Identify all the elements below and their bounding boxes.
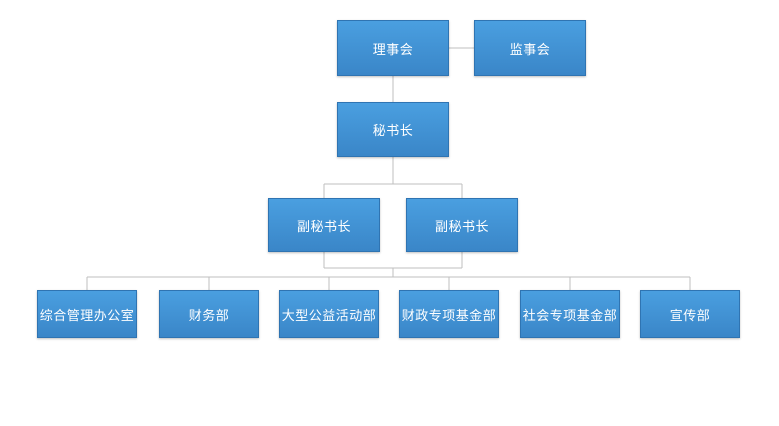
node-supervisors: 监事会 (474, 20, 586, 76)
node-secretary-general: 秘书长 (337, 102, 449, 157)
node-dept-admin-office: 综合管理办公室 (37, 290, 137, 338)
node-dept-finance: 财务部 (159, 290, 259, 338)
node-dept-events: 大型公益活动部 (279, 290, 379, 338)
node-dept-publicity: 宣传部 (640, 290, 740, 338)
node-deputy-secretary-2: 副秘书长 (406, 198, 518, 252)
node-dept-social-fund: 社会专项基金部 (520, 290, 620, 338)
node-dept-gov-fund: 财政专项基金部 (399, 290, 499, 338)
node-board: 理事会 (337, 20, 449, 76)
node-deputy-secretary-1: 副秘书长 (268, 198, 380, 252)
